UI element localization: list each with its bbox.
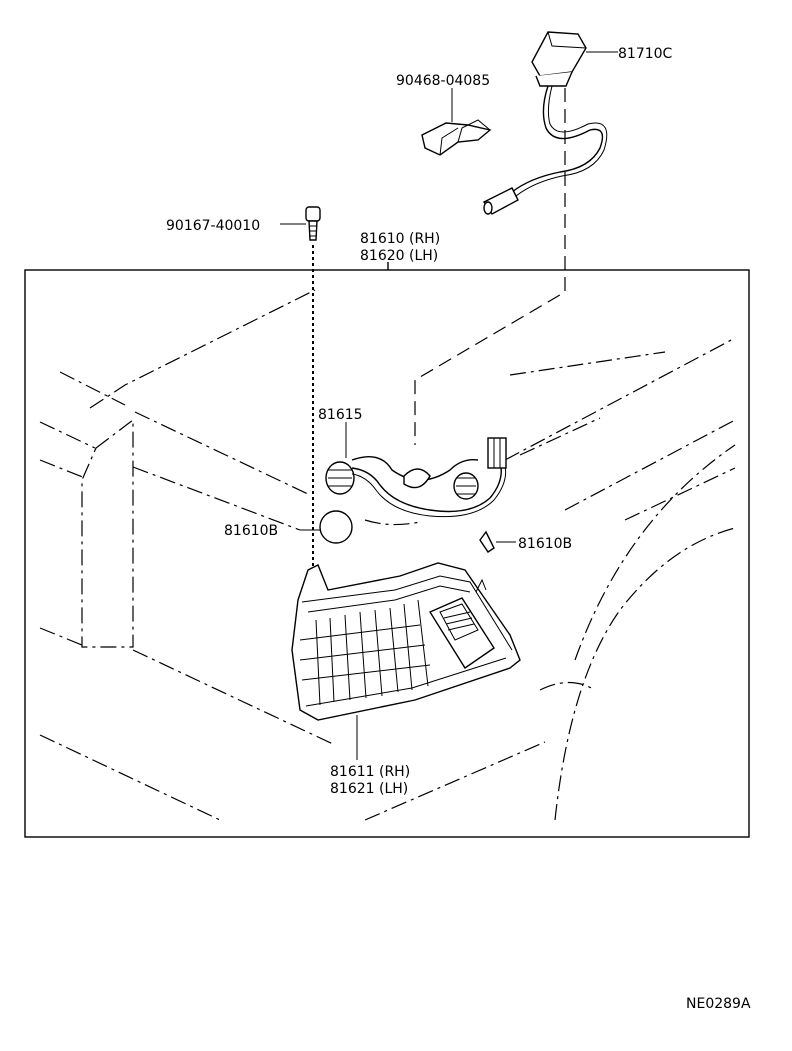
lamp-lens-part xyxy=(291,562,521,721)
label-lamp-assy-lh: 81620 (LH) xyxy=(360,248,438,264)
figure-code: NE0289A xyxy=(686,996,751,1012)
label-lamp-assy-rh: 81610 (RH) xyxy=(360,231,440,247)
clip-part xyxy=(421,119,492,156)
label-clip: 90468-04085 xyxy=(396,73,490,89)
socket-cord-part xyxy=(325,437,507,518)
label-screw: 90167-40010 xyxy=(166,218,260,234)
label-bulb-right: 81610B xyxy=(518,536,572,552)
socket-switch-part xyxy=(482,31,608,215)
label-bulb-left: 81610B xyxy=(224,523,278,539)
socket-switch-install-path xyxy=(414,88,566,445)
label-lens-rh: 81611 (RH) xyxy=(330,764,410,780)
screw-part xyxy=(305,206,321,241)
bulb-right-part xyxy=(479,530,516,553)
label-lens-lh: 81621 (LH) xyxy=(330,781,408,797)
bulb-left-part xyxy=(300,510,353,544)
label-socket-cord: 81615 xyxy=(318,407,363,423)
assembly-frame xyxy=(24,269,750,838)
vehicle-body-phantom xyxy=(39,289,736,821)
label-socket-switch: 81710C xyxy=(618,46,673,62)
connector-phantom xyxy=(519,417,601,456)
